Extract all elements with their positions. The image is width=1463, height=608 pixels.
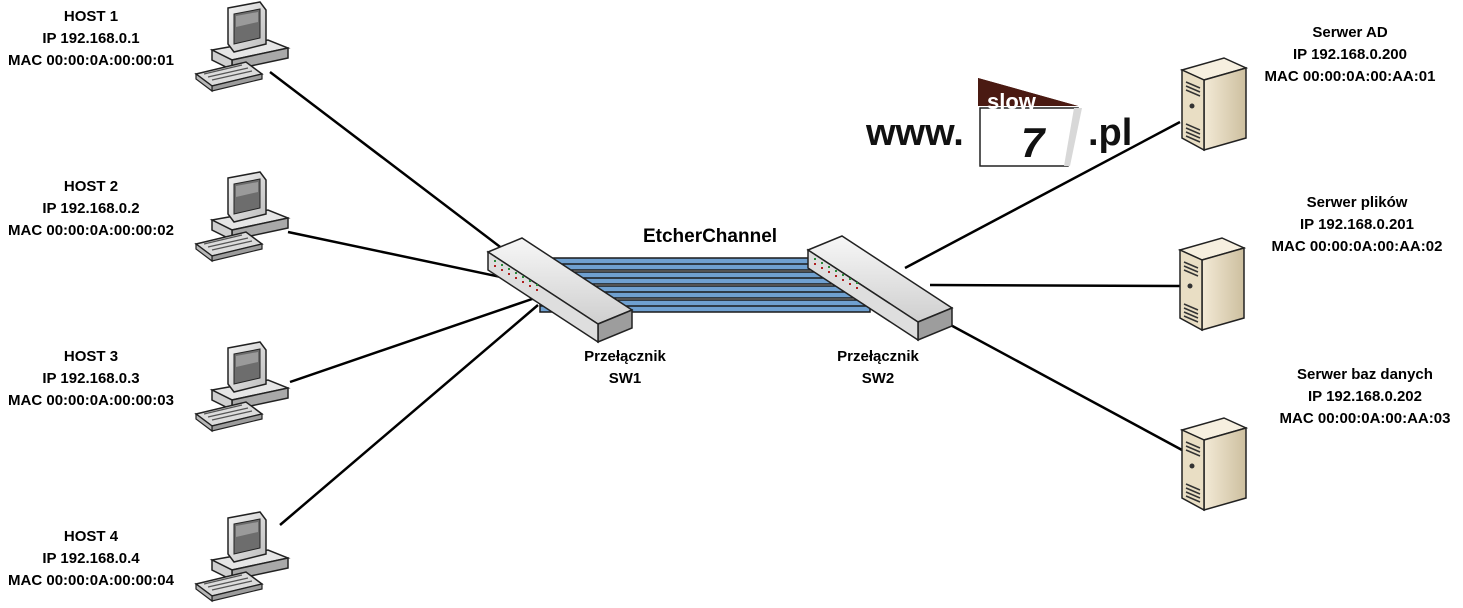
host-ip: IP 192.168.0.1	[42, 30, 140, 47]
link-server-files	[929, 283, 1181, 288]
host-ip: IP 192.168.0.3	[42, 370, 140, 387]
host-ip: IP 192.168.0.4	[42, 550, 140, 567]
tower-server-icon	[1181, 57, 1247, 151]
switch-type: Przełącznik	[837, 348, 919, 365]
logo-tag: slow	[987, 89, 1036, 114]
host-name: HOST 2	[63, 178, 119, 195]
host-name: HOST 4	[63, 528, 119, 545]
link-host-2	[287, 230, 516, 282]
server-links	[904, 120, 1183, 452]
link-host-4	[279, 304, 539, 526]
switch-sw1-label: Przełącznik SW1	[570, 346, 680, 390]
server-mac: MAC 00:00:0A:00:AA:02	[1271, 238, 1443, 255]
host-ip: IP 192.168.0.2	[42, 200, 140, 217]
server-files-label: Serwer plików IP 192.168.0.201 MAC 00:00…	[1262, 192, 1452, 258]
host-links	[269, 71, 539, 526]
server-db-label: Serwer baz danych IP 192.168.0.202 MAC 0…	[1270, 364, 1460, 430]
tower-server-icon	[1181, 417, 1247, 511]
server-ip: IP 192.168.0.202	[1308, 388, 1422, 405]
link-host-3	[289, 296, 536, 384]
logo-prefix: www.	[866, 112, 964, 154]
desktop-computer-icon	[195, 171, 289, 262]
switch-type: Przełącznik	[584, 348, 666, 365]
host-mac: MAC 00:00:0A:00:00:04	[8, 572, 174, 589]
host-mac: MAC 00:00:0A:00:00:01	[8, 52, 174, 69]
server-ip: IP 192.168.0.200	[1293, 46, 1407, 63]
logo-suffix: .pl	[1088, 112, 1133, 154]
desktop-computer-icon	[195, 511, 289, 602]
logo-badge-icon	[978, 78, 1082, 167]
etherchannel-label: EtcherChannel	[642, 226, 778, 247]
switch-sw2-label: Przełącznik SW2	[823, 346, 933, 390]
switch-name: SW1	[608, 370, 642, 387]
host-mac: MAC 00:00:0A:00:00:03	[8, 392, 174, 409]
host-mac: MAC 00:00:0A:00:00:02	[8, 222, 174, 239]
host-4-label: HOST 4 IP 192.168.0.4 MAC 00:00:0A:00:00…	[0, 526, 182, 592]
host-1-label: HOST 1 IP 192.168.0.1 MAC 00:00:0A:00:00…	[0, 6, 182, 72]
link-server-db	[944, 320, 1183, 452]
host-name: HOST 1	[63, 8, 119, 25]
desktop-computer-icon	[195, 1, 289, 92]
logo-number: 7	[1021, 119, 1045, 166]
tower-server-icon	[1179, 237, 1245, 331]
server-name: Serwer plików	[1306, 194, 1408, 211]
host-3-label: HOST 3 IP 192.168.0.3 MAC 00:00:0A:00:00…	[0, 346, 182, 412]
switch-name: SW2	[861, 370, 895, 387]
server-ip: IP 192.168.0.201	[1300, 216, 1414, 233]
desktop-computer-icon	[195, 341, 289, 432]
host-2-label: HOST 2 IP 192.168.0.2 MAC 00:00:0A:00:00…	[0, 176, 182, 242]
site-logo: www. slow 7 .pl	[866, 78, 1146, 173]
server-name: Serwer baz danych	[1297, 366, 1433, 383]
server-mac: MAC 00:00:0A:00:AA:01	[1264, 68, 1436, 85]
server-ad-label: Serwer AD IP 192.168.0.200 MAC 00:00:0A:…	[1255, 22, 1445, 88]
host-name: HOST 3	[63, 348, 119, 365]
link-server-ad	[904, 120, 1181, 270]
server-mac: MAC 00:00:0A:00:AA:03	[1279, 410, 1451, 427]
server-name: Serwer AD	[1312, 24, 1388, 41]
link-host-1	[269, 71, 521, 263]
